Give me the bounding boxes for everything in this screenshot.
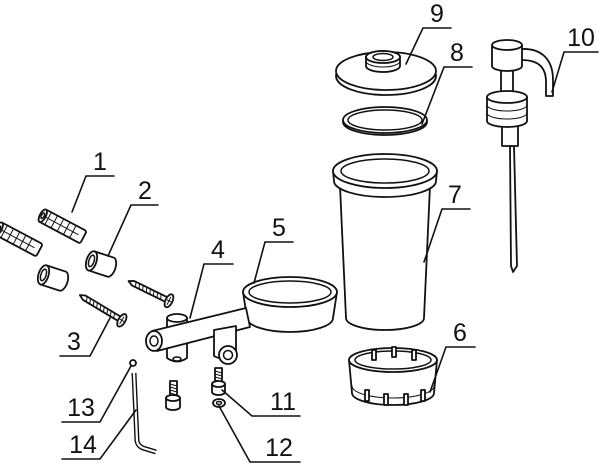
- part-8-gasket: [342, 106, 428, 136]
- part-3-screw: [127, 280, 175, 309]
- leader-11: [221, 389, 301, 417]
- callout-14: 14: [69, 431, 97, 459]
- leader-6: [429, 346, 476, 393]
- callout-2: 2: [138, 177, 152, 205]
- callout-3: 3: [67, 328, 81, 356]
- callout-11: 11: [270, 388, 296, 416]
- part-7-container: [332, 153, 438, 331]
- callout-9: 9: [430, 0, 444, 28]
- leader-3: [59, 317, 111, 357]
- callout-13: 13: [67, 394, 95, 422]
- part-3-screw: [78, 294, 128, 328]
- callout-8: 8: [450, 39, 464, 67]
- part-11-set-screw: [165, 380, 181, 411]
- part-5-ring-holder: [242, 276, 338, 333]
- leader-2: [107, 204, 159, 257]
- callout-7: 7: [448, 181, 462, 209]
- part-2-sleeve: [84, 250, 118, 278]
- leader-10: [551, 51, 599, 93]
- leader-13: [61, 365, 132, 423]
- leader-9: [405, 27, 452, 65]
- part-13-pin: [129, 359, 137, 367]
- leader-4: [189, 263, 234, 319]
- callout-10: 10: [567, 24, 595, 52]
- leader-1: [71, 175, 115, 213]
- part-1-wall-plug: [37, 208, 87, 244]
- part-1-wall-plug: [0, 221, 43, 257]
- callout-6: 6: [453, 319, 467, 347]
- callout-12: 12: [265, 434, 293, 462]
- callout-1: 1: [93, 148, 107, 176]
- leader-8: [421, 66, 473, 125]
- part-14-hex-key: [131, 372, 157, 455]
- leader-7: [423, 208, 471, 263]
- callout-4: 4: [211, 236, 225, 264]
- leader-5: [253, 241, 294, 284]
- leader-14: [61, 409, 137, 460]
- callout-5: 5: [272, 214, 286, 242]
- part-10-pump: [486, 39, 554, 273]
- part-11-set-screw: [211, 367, 226, 396]
- leader-12: [218, 405, 301, 463]
- part-9-lid: [335, 50, 437, 96]
- part-4-arm: [145, 307, 251, 365]
- part-2-sleeve: [36, 264, 70, 292]
- part-6-base-cage: [348, 346, 438, 406]
